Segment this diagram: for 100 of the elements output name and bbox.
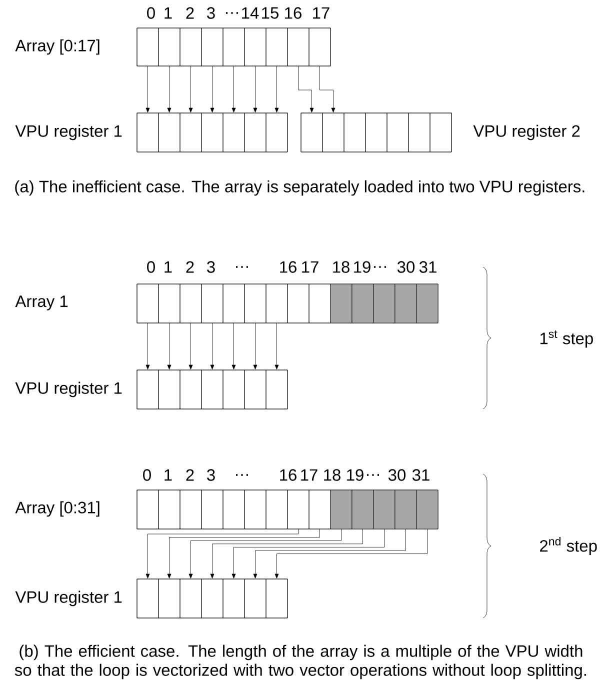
- register-cell: [266, 370, 288, 410]
- index-label: 3: [207, 261, 215, 273]
- arrow: [298, 66, 314, 112]
- index-label: …: [374, 266, 386, 268]
- register-cell: [266, 112, 288, 152]
- register-cell: [430, 112, 452, 152]
- array-cell: [416, 284, 438, 324]
- index-label: …: [236, 474, 248, 476]
- row-label: Array [0:17]: [15, 39, 100, 55]
- index-label: 15: [262, 7, 278, 19]
- array-cell: [158, 490, 180, 530]
- array-cell: [330, 284, 352, 324]
- index-label: 31: [419, 261, 436, 273]
- array-cell: [244, 28, 266, 66]
- row-label: VPU register 2: [473, 124, 580, 140]
- array-cell: [222, 490, 245, 530]
- index-label: 16: [285, 7, 302, 19]
- array-cell: [201, 284, 224, 324]
- index-label: 1: [164, 469, 172, 481]
- register-cell: [408, 112, 430, 152]
- array-cell: [244, 284, 266, 324]
- array-cell: [158, 28, 180, 66]
- arrow: [188, 529, 342, 578]
- register-cell: [201, 112, 224, 152]
- array-cell: [287, 490, 310, 530]
- array-cell: [136, 490, 159, 530]
- arrow: [253, 66, 258, 112]
- array-cell: [266, 284, 288, 324]
- index-label: …: [236, 266, 248, 268]
- register-cell: [244, 578, 266, 618]
- step-label: 1$^{st}$ step: [540, 330, 593, 348]
- index-label: 19: [347, 469, 364, 481]
- register-cell: [158, 370, 180, 410]
- array-cell: [373, 284, 396, 324]
- arrow: [146, 66, 150, 112]
- index-label: 2: [186, 7, 194, 19]
- row-label: VPU register 1: [15, 382, 122, 398]
- array-cell: [222, 284, 245, 324]
- index-label: 14: [242, 7, 259, 19]
- row-label: VPU register 1: [15, 590, 122, 606]
- array-cell: [308, 28, 331, 66]
- arrow: [146, 529, 298, 578]
- arrow: [188, 323, 193, 370]
- index-label: …: [367, 474, 379, 476]
- arrow: [274, 66, 279, 112]
- register-cell: [322, 112, 344, 152]
- array-cell: [136, 284, 159, 324]
- index-label: 1: [164, 261, 172, 273]
- array-cell: [201, 490, 224, 530]
- index-label: 1: [164, 7, 172, 19]
- index-label: 3: [207, 7, 215, 19]
- arrow: [146, 323, 150, 370]
- index-label: 3: [207, 469, 215, 481]
- arrow: [274, 323, 279, 370]
- register-cell: [201, 370, 224, 410]
- register-cell: [158, 112, 180, 152]
- index-label: 2: [186, 469, 194, 481]
- array-cell: [416, 490, 438, 530]
- register-cell: [344, 112, 366, 152]
- arrow: [274, 529, 428, 578]
- array-cell: [180, 284, 202, 324]
- register-cell: [180, 370, 202, 410]
- array-cell: [352, 284, 374, 324]
- register-cell: [222, 112, 245, 152]
- register-cell: [266, 578, 288, 618]
- arrow: [210, 66, 214, 112]
- arrow: [253, 323, 258, 370]
- arrow: [210, 323, 214, 370]
- index-label: 16: [280, 261, 296, 273]
- index-label: …: [226, 12, 238, 14]
- arrow: [167, 66, 172, 112]
- row-label: Array 1: [15, 296, 68, 310]
- array-cell: [287, 28, 310, 66]
- arrow: [253, 529, 406, 578]
- index-label: 18: [324, 469, 340, 481]
- arrow: [232, 66, 236, 112]
- row-label: VPU register 1: [15, 124, 122, 140]
- arrow: [210, 529, 363, 578]
- register-cell: [180, 112, 202, 152]
- index-label: 17: [301, 469, 318, 481]
- caption: (b) The efficient case. The length of the array is a multiple of the VPU width so that the loop is vectorized with two vector operations without loop splitting.: [14, 644, 586, 680]
- index-label: 0: [143, 469, 151, 481]
- index-label: 18: [333, 261, 350, 273]
- register-cell: [222, 370, 245, 410]
- array-cell: [244, 490, 266, 530]
- register-cell: [136, 112, 159, 152]
- arrow: [320, 66, 336, 112]
- array-cell: [394, 490, 417, 530]
- arrow: [188, 66, 193, 112]
- array-cell: [158, 284, 180, 324]
- register-cell: [180, 578, 202, 618]
- index-label: 17: [313, 7, 330, 19]
- register-cell: [158, 578, 180, 618]
- index-label: 31: [412, 469, 430, 481]
- index-label: 0: [147, 261, 155, 273]
- array-cell: [352, 490, 374, 530]
- array-cell: [330, 490, 352, 530]
- array-cell: [222, 28, 245, 66]
- array-cell: [266, 490, 288, 530]
- array-cell: [266, 28, 288, 66]
